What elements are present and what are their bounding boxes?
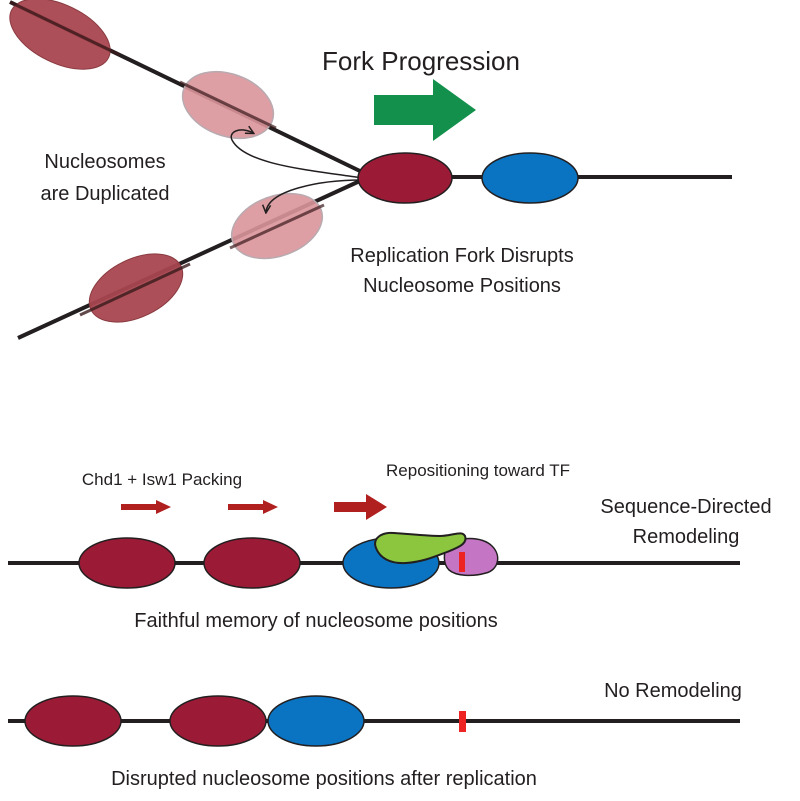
fork-disrupts-label-line2: Nucleosome Positions xyxy=(363,275,561,297)
replication-fork-panel: Fork Progression Nucleosomes are Duplica… xyxy=(9,0,732,340)
duplicated-label-line1: Nucleosomes xyxy=(44,151,165,173)
disrupted-positions-caption: Disrupted nucleosome positions after rep… xyxy=(111,768,537,790)
repositioning-label: Repositioning toward TF xyxy=(386,461,570,480)
duplication-arrow-upper xyxy=(230,130,363,179)
no-remodeling-label: No Remodeling xyxy=(604,680,742,702)
faithful-memory-caption: Faithful memory of nucleosome positions xyxy=(134,610,498,632)
packing-label: Chd1 + Isw1 Packing xyxy=(82,470,242,489)
sequence-directed-label-line2: Remodeling xyxy=(633,526,740,548)
no-remodeling-panel: No Remodeling Disrupted nucleosome posit… xyxy=(8,680,742,790)
packed-nucleosome-1 xyxy=(78,537,176,589)
sequence-directed-label-line1: Sequence-Directed xyxy=(600,496,771,518)
packing-arrow-1 xyxy=(121,500,171,514)
fork-nucleosome-blue xyxy=(481,152,579,204)
fork-disrupts-label-line1: Replication Fork Disrupts xyxy=(350,245,573,267)
unbound-tf-site xyxy=(459,711,466,732)
remodeling-panel: Chd1 + Isw1 Packing Repositioning toward… xyxy=(8,461,772,632)
remodeler-green-protein xyxy=(374,531,467,565)
fork-progression-arrow xyxy=(374,79,476,141)
packed-nucleosome-2 xyxy=(203,537,301,589)
duplicated-label-line2: are Duplicated xyxy=(41,183,170,205)
tf-binding-site xyxy=(459,552,465,572)
repositioning-arrow xyxy=(334,494,387,520)
disrupted-nucleosome-1 xyxy=(24,695,122,747)
disrupted-nucleosome-blue xyxy=(267,695,365,747)
disrupted-nucleosome-2 xyxy=(169,695,267,747)
fork-progression-label: Fork Progression xyxy=(322,46,520,76)
fork-nucleosome-red xyxy=(357,152,453,204)
duplication-arrow-lower xyxy=(266,179,363,212)
old-nucleosome-upper xyxy=(9,0,111,70)
packing-arrow-2 xyxy=(228,500,278,514)
